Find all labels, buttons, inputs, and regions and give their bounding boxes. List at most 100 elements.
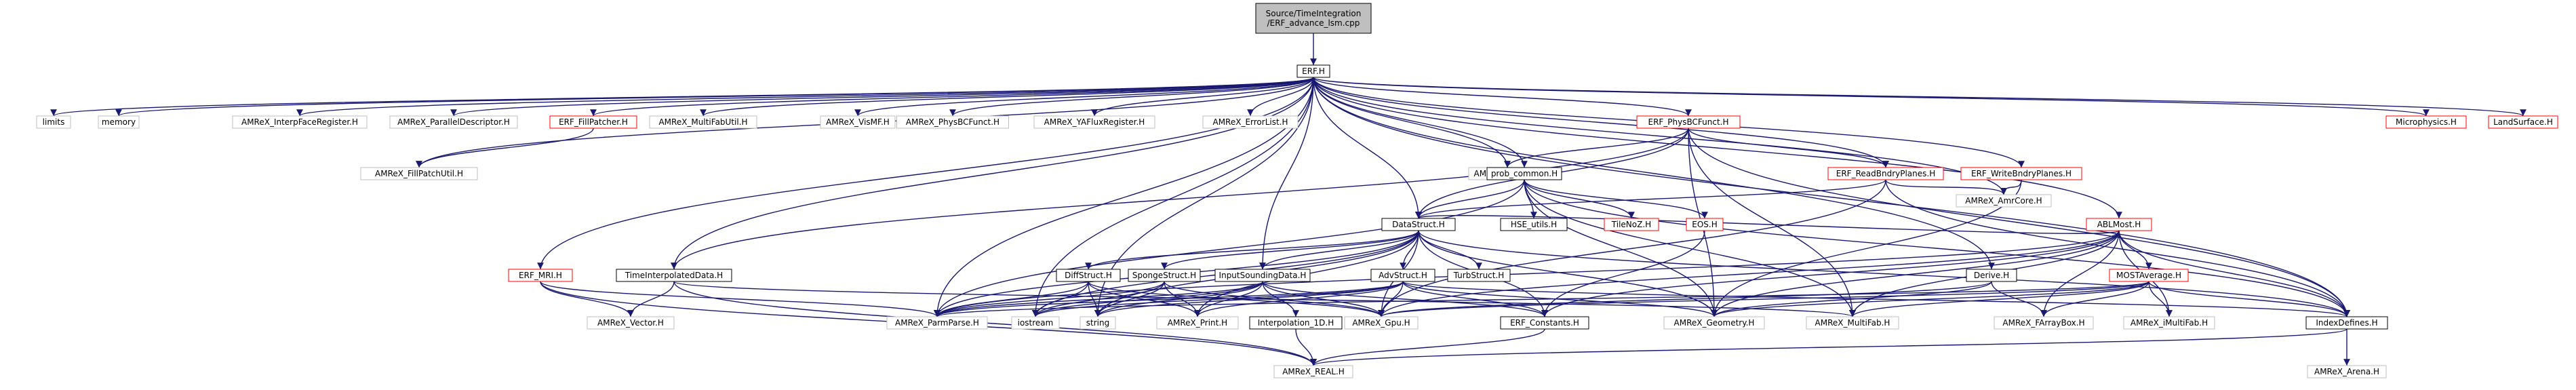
node-mostaverage[interactable]: MOSTAverage.H: [2109, 269, 2189, 282]
node-interpface[interactable]: AMReX_InterpFaceRegister.H: [232, 115, 368, 129]
edge-readbndry-to-indexdefines: [1885, 179, 2350, 317]
edge-erf-to-indexdefines: [1313, 77, 2350, 317]
node-spongestruct[interactable]: SpongeStruct.H: [1128, 269, 1201, 282]
edge-inputsounding-to-interp1d: [1262, 281, 1299, 317]
node-amrcore[interactable]: AMReX_AmrCore.H: [1956, 194, 2052, 208]
node-vismf[interactable]: AMReX_VisMF.H: [820, 115, 896, 129]
node-root[interactable]: Source/TimeIntegration/ERF_advance_lsm.c…: [1255, 3, 1372, 34]
node-erfmri[interactable]: ERF_MRI.H: [508, 269, 573, 282]
node-derive-box: [1966, 269, 2017, 282]
node-timeinterp[interactable]: TimeInterpolatedData.H: [616, 269, 732, 282]
node-limits[interactable]: limits: [36, 115, 71, 129]
node-string[interactable]: string: [1079, 316, 1116, 330]
node-paradesc[interactable]: AMReX_ParallelDescriptor.H: [389, 115, 518, 129]
node-memory[interactable]: memory: [98, 115, 140, 129]
edge-erf-to-derive: [1313, 77, 1995, 270]
node-real-box: [1273, 365, 1353, 378]
node-inputsounding-box: [1214, 269, 1311, 282]
node-tilenoz[interactable]: TileNoZ.H: [1604, 218, 1659, 231]
node-farraybox[interactable]: AMReX_FArrayBox.H: [1994, 316, 2094, 330]
node-print-label: AMReX_Print.H: [1168, 318, 1227, 328]
node-physbcfunct-label: AMReX_PhysBCFunct.H: [906, 117, 999, 127]
node-erfconst[interactable]: ERF_Constants.H: [1500, 316, 1589, 330]
node-errorlist-label: AMReX_ErrorList.H: [1212, 117, 1288, 127]
node-multifab[interactable]: AMReX_MultiFab.H: [1806, 316, 1899, 330]
node-indexdefines[interactable]: IndexDefines.H: [2305, 316, 2388, 330]
node-gpu-box: [1344, 316, 1419, 330]
node-inputsounding[interactable]: InputSoundingData.H: [1214, 269, 1311, 282]
node-diffstruct[interactable]: DiffStruct.H: [1056, 269, 1121, 282]
edge-probcommon-to-indexdefines: [1524, 179, 2350, 317]
nodes-layer: Source/TimeIntegration/ERF_advance_lsm.c…: [36, 3, 2558, 378]
edges-layer: [50, 33, 2527, 366]
node-erf-box: [1296, 64, 1330, 78]
node-multifabutil[interactable]: AMReX_MultiFabUtil.H: [649, 115, 757, 129]
node-advstruct[interactable]: AdvStruct.H: [1370, 269, 1435, 282]
node-probcommon-box: [1486, 167, 1562, 180]
node-turbstruct[interactable]: TurbStruct.H: [1447, 269, 1511, 282]
node-imultifab[interactable]: AMReX_iMultiFab.H: [2123, 316, 2215, 330]
node-geometry[interactable]: AMReX_Geometry.H: [1663, 316, 1765, 330]
node-landsurface[interactable]: LandSurface.H: [2488, 115, 2558, 129]
edge-erfphysbc-to-readbndry: [1688, 128, 1889, 168]
node-eos[interactable]: EOS.H: [1686, 218, 1724, 231]
node-mostaverage-label: MOSTAverage.H: [2116, 271, 2181, 280]
node-microphysics[interactable]: Microphysics.H: [2385, 115, 2467, 129]
node-derive[interactable]: Derive.H: [1966, 269, 2017, 282]
edge-erfmri-to-vector: [540, 281, 634, 317]
edge-erf-to-microphysics: [1313, 77, 2430, 117]
edge-writebndry-to-amrcore: [2000, 179, 2022, 195]
node-vector[interactable]: AMReX_Vector.H: [587, 316, 675, 330]
node-string-label: string: [1086, 318, 1109, 328]
node-fillpatcher[interactable]: ERF_FillPatcher.H: [549, 115, 637, 129]
node-interp1d[interactable]: Interpolation_1D.H: [1249, 316, 1343, 330]
node-parmparse-box: [886, 316, 988, 330]
node-datastruct-label: DataStruct.H: [1392, 220, 1445, 229]
node-errorlist[interactable]: AMReX_ErrorList.H: [1202, 115, 1299, 129]
edge-erfphysbc-to-timeinterp: [671, 128, 1689, 270]
node-probcommon[interactable]: prob_common.H: [1486, 167, 1562, 180]
node-iostream-box: [1011, 316, 1060, 330]
edge-ablmost-to-indexdefines: [2118, 230, 2350, 317]
edge-probcommon-to-eos: [1524, 179, 1708, 219]
edge-indexdefines-to-real: [1310, 328, 2347, 366]
node-arena[interactable]: AMReX_Arena.H: [2307, 365, 2387, 378]
node-datastruct[interactable]: DataStruct.H: [1381, 218, 1456, 231]
edge-advstruct-to-parmparse: [934, 281, 1404, 317]
edge-ablmost-to-mostaverage: [2118, 230, 2152, 270]
node-physbcfunct[interactable]: AMReX_PhysBCFunct.H: [896, 115, 1009, 129]
node-gpu[interactable]: AMReX_Gpu.H: [1344, 316, 1419, 330]
node-multifabutil-box: [649, 115, 757, 129]
edge-timeinterp-to-real: [673, 281, 1317, 366]
edge-mostaverage-to-geometry: [1711, 281, 2149, 317]
edge-erf-to-paradesc: [450, 77, 1314, 117]
edge-datastruct-to-indexdefines: [1418, 230, 2350, 317]
node-real[interactable]: AMReX_REAL.H: [1273, 365, 1353, 378]
node-yafluxreg[interactable]: AMReX_YAFluxRegister.H: [1033, 115, 1155, 129]
node-indexdefines-label: IndexDefines.H: [2316, 318, 2377, 328]
node-fillpatchutil[interactable]: AMReX_FillPatchUtil.H: [360, 167, 478, 180]
node-erfphysbc[interactable]: ERF_PhysBCFunct.H: [1636, 115, 1741, 129]
node-hseutils[interactable]: HSE_utils.H: [1500, 218, 1568, 231]
node-iostream[interactable]: iostream: [1011, 316, 1060, 330]
node-microphysics-label: Microphysics.H: [2396, 117, 2457, 127]
edge-diffstruct-to-print: [1088, 281, 1201, 317]
node-parmparse[interactable]: AMReX_ParmParse.H: [886, 316, 988, 330]
edge-mostaverage-to-parmparse: [934, 281, 2149, 317]
edge-diffstruct-to-gpu: [1088, 281, 1385, 317]
node-ablmost[interactable]: ABLMost.H: [2086, 218, 2152, 231]
node-print[interactable]: AMReX_Print.H: [1156, 316, 1239, 330]
node-erfmri-box: [508, 269, 573, 282]
node-writebndry[interactable]: ERF_WriteBndryPlanes.H: [1960, 167, 2082, 180]
node-memory-label: memory: [102, 117, 136, 127]
node-multifabutil-label: AMReX_MultiFabUtil.H: [658, 117, 747, 127]
node-indexdefines-box: [2305, 316, 2388, 330]
node-erfmri-label: ERF_MRI.H: [519, 271, 562, 280]
node-parmparse-label: AMReX_ParmParse.H: [895, 318, 979, 328]
node-readbndry[interactable]: ERF_ReadBndryPlanes.H: [1827, 167, 1944, 180]
edge-erf-to-physbcfunct: [949, 77, 1314, 117]
node-erf[interactable]: ERF.H: [1296, 64, 1330, 78]
edge-derive-to-gpu: [1378, 281, 1992, 317]
node-vector-label: AMReX_Vector.H: [597, 318, 664, 328]
node-vismf-label: AMReX_VisMF.H: [826, 117, 890, 127]
